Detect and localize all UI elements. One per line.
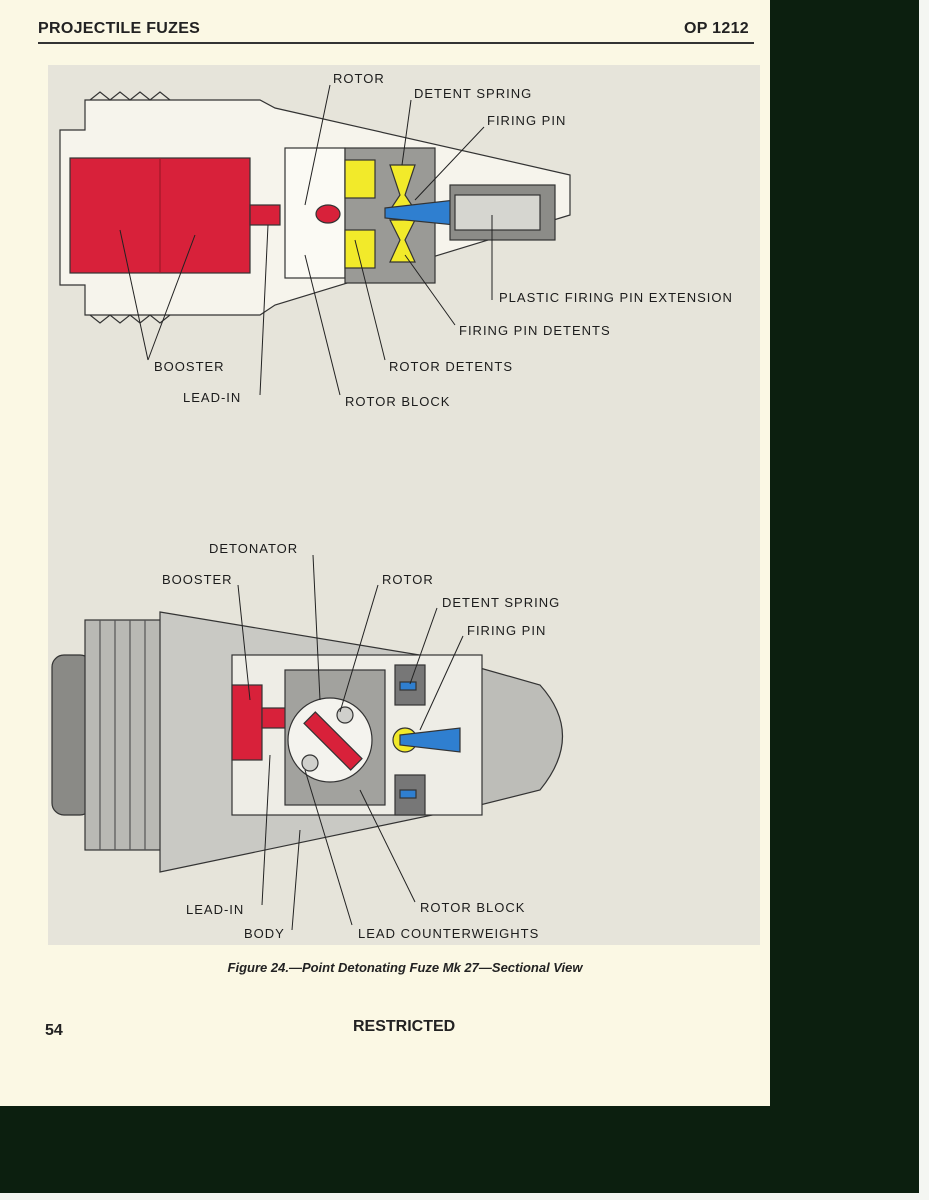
page-number: 54 xyxy=(45,1022,63,1039)
top-rotor-detonator xyxy=(315,204,341,224)
label-firing-pin-detents: FIRING PIN DETENTS xyxy=(459,323,611,338)
label-rotor: ROTOR xyxy=(382,572,434,587)
label-booster: BOOSTER xyxy=(154,359,225,374)
bottom-booster xyxy=(231,684,263,761)
label-firing-pin: FIRING PIN xyxy=(467,623,547,638)
label-lead-counterweights: LEAD COUNTERWEIGHTS xyxy=(358,926,540,941)
document-page: PROJECTILE FUZES OP 1212 xyxy=(0,0,770,1106)
bottom-firing-pin xyxy=(399,727,461,753)
label-detent-spring: DETENT SPRING xyxy=(414,86,533,101)
label-rotor: ROTOR xyxy=(333,71,385,86)
classification-marking: RESTRICTED xyxy=(353,1018,456,1035)
figure-caption: Figure 24.—Point Detonating Fuze Mk 27—S… xyxy=(227,960,583,975)
label-rotor-block: ROTOR BLOCK xyxy=(345,394,451,409)
scan-border xyxy=(919,0,929,1200)
label-plastic-firing-pin-extension: PLASTIC FIRING PIN EXTENSION xyxy=(499,290,733,305)
running-header-title: PROJECTILE FUZES xyxy=(38,20,201,37)
top-lead-in xyxy=(249,204,281,226)
header-rule xyxy=(38,42,754,44)
scan-border xyxy=(0,1193,929,1200)
fuze-illustrations xyxy=(51,84,571,931)
label-rotor-block: ROTOR BLOCK xyxy=(420,900,526,915)
label-firing-pin: FIRING PIN xyxy=(487,113,567,128)
label-lead-in: LEAD-IN xyxy=(186,902,245,917)
label-booster: BOOSTER xyxy=(162,572,233,587)
label-lead-in: LEAD-IN xyxy=(183,390,242,405)
document-number: OP 1212 xyxy=(684,20,749,37)
label-rotor-detents: ROTOR DETENTS xyxy=(389,359,513,374)
label-detonator: DETONATOR xyxy=(209,541,299,556)
label-body: BODY xyxy=(244,926,285,941)
bottom-detonator xyxy=(303,711,363,771)
bottom-fuze-section xyxy=(51,611,564,873)
label-detent-spring: DETENT SPRING xyxy=(442,595,561,610)
